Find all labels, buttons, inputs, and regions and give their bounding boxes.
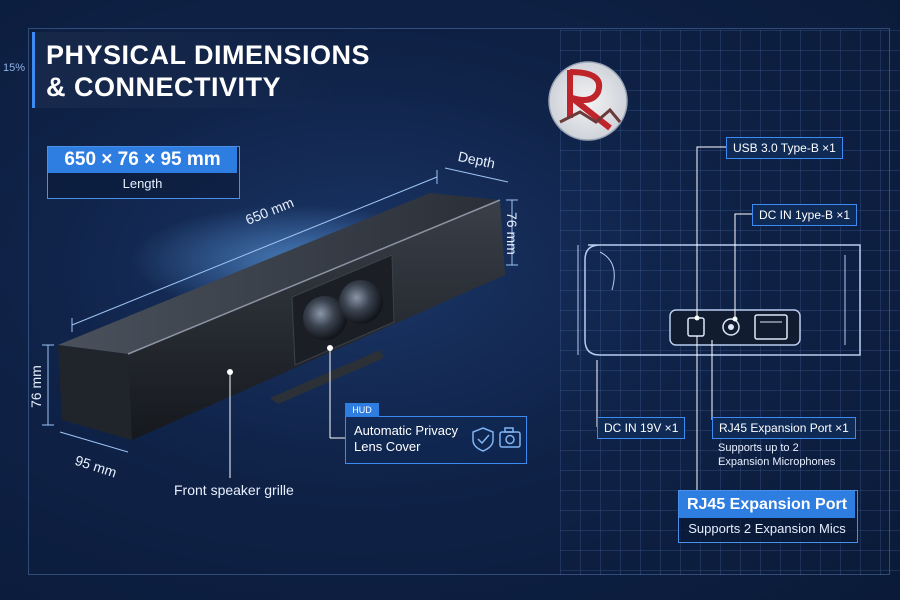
hud-frame [28, 28, 890, 575]
rj45-callout: RJ45 Expansion Port ×1 [712, 417, 856, 439]
rj45-port [754, 314, 788, 340]
front-speaker-label: Front speaker grille [174, 482, 294, 498]
dimensions-caption: Length [122, 176, 163, 191]
privacy-line1: Automatic Privacy [354, 423, 459, 438]
soundbar-top [58, 193, 500, 354]
right-lens [339, 280, 383, 324]
privacy-line2: Lens Cover [354, 439, 421, 454]
usb-callout: USB 3.0 Type-B ×1 [726, 137, 843, 159]
dimensions-value: 650 × 76 × 95 mm [48, 147, 237, 173]
side-percentage: 15% [3, 62, 26, 74]
rj45-subtitle: Supports 2 Expansion Mics [688, 521, 846, 536]
rear-panel-outline [584, 244, 861, 356]
brand-logo [548, 61, 628, 141]
dc-in-callout: DC IN 19V ×1 [597, 417, 686, 439]
dc-type-callout: DC IN 1ype-B ×1 [752, 204, 858, 226]
rj45-note-line2: Expansion Microphones [718, 456, 836, 468]
page-title-line2: & CONNECTIVITY [46, 72, 282, 102]
privacy-callout [345, 416, 527, 464]
left-lens [303, 296, 347, 340]
page-title-line1: PHYSICAL DIMENSIONS [46, 40, 371, 70]
dc-port [722, 318, 740, 336]
rj45-note-line1: Supports up to 2 [718, 442, 799, 454]
shield-check-icon [472, 427, 494, 452]
rj45-title: RJ45 Expansion Port [679, 491, 855, 518]
camera-icon [499, 427, 521, 448]
hud-tag: HUD [345, 403, 379, 417]
title-panel [32, 32, 350, 108]
soundbar-end [58, 345, 132, 440]
stand [270, 350, 384, 404]
